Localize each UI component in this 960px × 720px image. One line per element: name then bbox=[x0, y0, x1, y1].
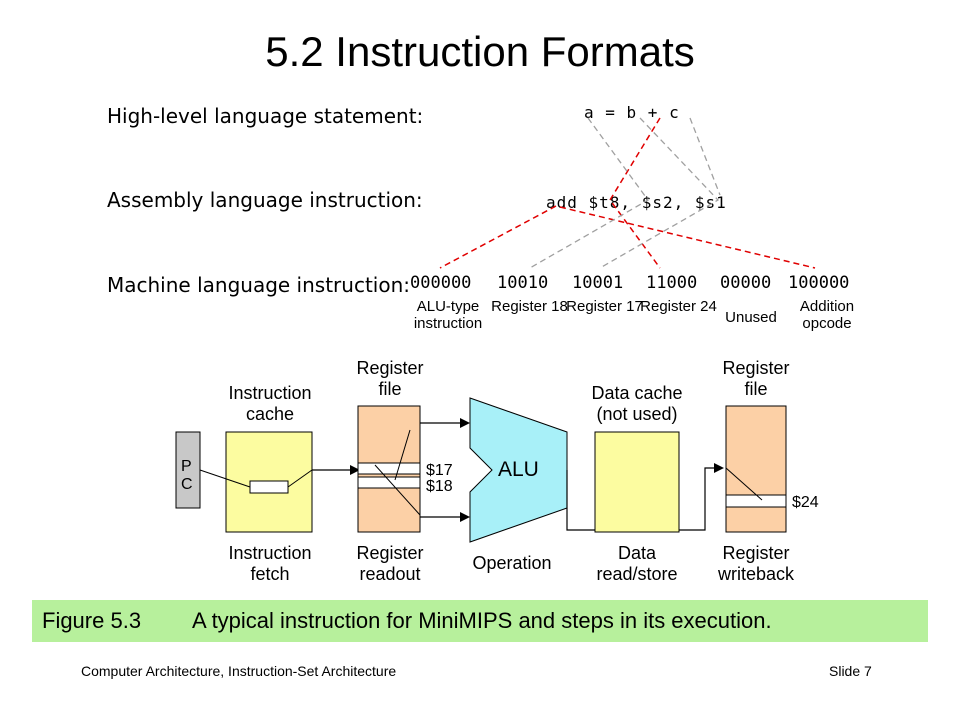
map-plus-to-add bbox=[689, 117, 721, 196]
field-bits-rs: 10010 bbox=[497, 273, 549, 293]
data-cache-box bbox=[594, 431, 680, 533]
hll-statement: a = b + c bbox=[584, 103, 680, 122]
reg17-row bbox=[357, 462, 421, 475]
alu-shape bbox=[469, 397, 568, 543]
field-label-rd: Register 24 bbox=[640, 298, 717, 315]
alu-label: ALU bbox=[498, 458, 539, 481]
instruction-cache-slot bbox=[249, 480, 289, 494]
field-label-rs: Register 18 bbox=[491, 298, 568, 315]
field-label-opcode: ALU-type instruction bbox=[413, 298, 483, 332]
asm-instruction: add $t8, $s2, $s1 bbox=[546, 193, 727, 212]
pc-box bbox=[175, 431, 201, 509]
map-add-to-fn bbox=[559, 206, 816, 269]
arrow-to-writeback bbox=[714, 463, 724, 473]
instruction-cache-box bbox=[225, 431, 313, 533]
reg24-row bbox=[725, 494, 787, 508]
pc-letter-p: P bbox=[181, 458, 192, 475]
map-b-to-rs bbox=[529, 117, 649, 269]
readout-line-2 bbox=[374, 464, 421, 516]
map-add-to-opcode bbox=[439, 205, 557, 269]
readout-line-1 bbox=[394, 429, 411, 481]
field-bits-rt: 10001 bbox=[572, 273, 624, 293]
figure-caption: Figure 5.3 A typical instruction for Min… bbox=[32, 600, 928, 642]
data-cache-label: Data cache(not used) bbox=[591, 383, 683, 424]
reg18-label: $18 bbox=[426, 478, 453, 495]
fetch-path bbox=[199, 469, 251, 488]
figure-number: Figure 5.3 bbox=[42, 608, 142, 633]
field-bits-rd: 11000 bbox=[646, 273, 698, 293]
label-assembly: Assembly language instruction: bbox=[107, 188, 423, 212]
footer-slide-number: Slide 7 bbox=[829, 663, 872, 679]
field-bits-opcode: 000000 bbox=[410, 273, 472, 293]
label-machine: Machine language instruction: bbox=[107, 273, 410, 297]
figure-text: A typical instruction for MiniMIPS and s… bbox=[192, 608, 772, 633]
field-label-rt: Register 17 bbox=[566, 298, 643, 315]
reg17-label: $17 bbox=[426, 462, 453, 479]
map-c-to-rt bbox=[599, 117, 720, 269]
field-label-sh: Unused bbox=[725, 309, 777, 326]
wire-alu-out bbox=[566, 467, 714, 531]
writeback-line bbox=[725, 467, 763, 501]
page-title: 5.2 Instruction Formats bbox=[265, 28, 695, 75]
reg18-row bbox=[357, 476, 421, 489]
arrow-alu-bottom bbox=[460, 512, 470, 522]
reg24-label: $24 bbox=[792, 494, 819, 511]
fetch-out-path bbox=[287, 469, 313, 488]
field-bits-sh: 00000 bbox=[720, 273, 772, 293]
stage-operation: Operation bbox=[472, 553, 552, 573]
arrow-alu-top bbox=[460, 418, 470, 428]
pc-letter-c: C bbox=[181, 476, 193, 493]
map-a-to-rd bbox=[609, 117, 661, 269]
field-bits-fn: 100000 bbox=[788, 273, 850, 293]
arrow-to-regfile bbox=[350, 465, 360, 475]
footer-course: Computer Architecture, Instruction-Set A… bbox=[81, 663, 397, 679]
field-label-fn: Addition opcode bbox=[799, 298, 855, 332]
register-file-write-box bbox=[725, 405, 787, 533]
label-high-level: High-level language statement: bbox=[107, 104, 424, 128]
